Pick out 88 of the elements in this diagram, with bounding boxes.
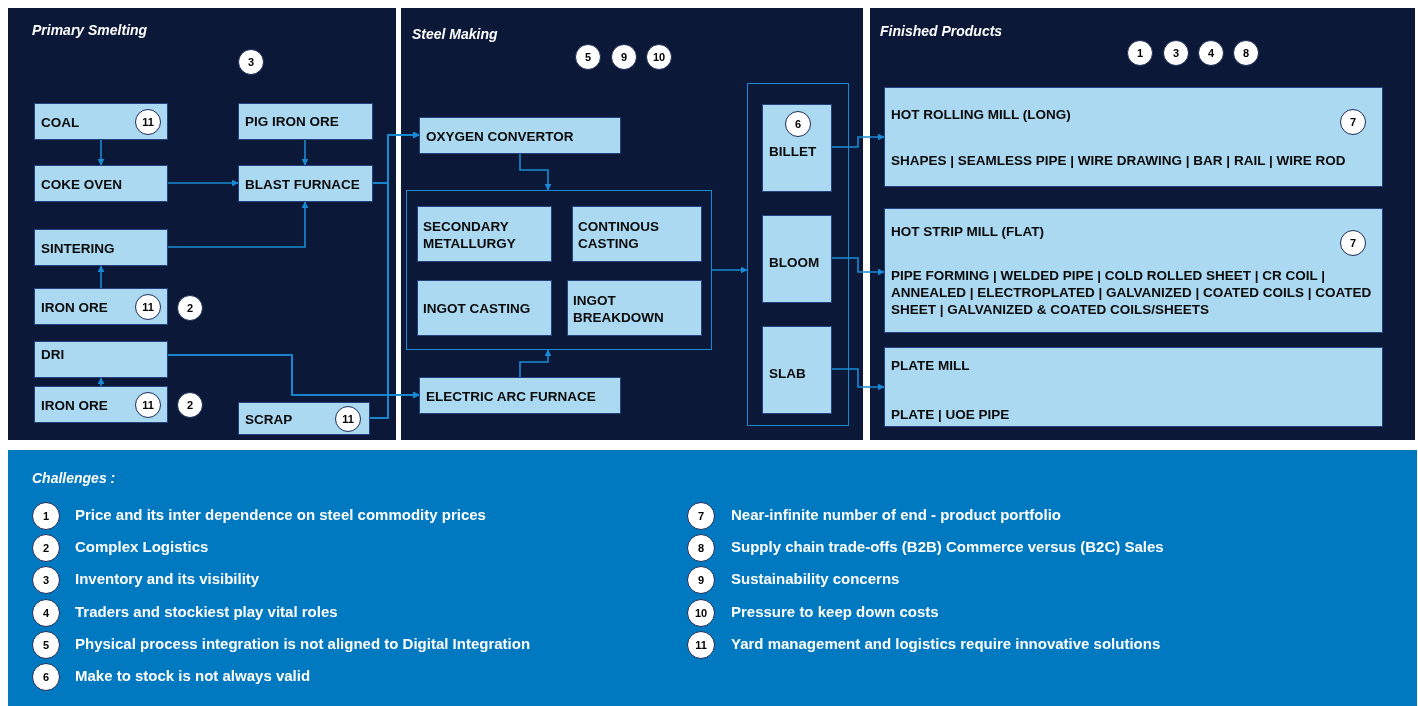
section-panel [8,8,396,440]
challenge-text: Inventory and its visibility [75,570,260,588]
box-label: COAL [41,114,80,131]
arrow [97,139,105,166]
box-label: OXYGEN CONVERTOR [426,128,574,145]
challenge-text: Yard management and logistics require innovative solutions [731,634,1161,652]
process-box [419,377,621,414]
process-box [34,341,168,378]
arrow [711,266,748,274]
arrow [167,179,239,187]
process-box [762,104,832,192]
process-box [34,229,168,266]
box-label: SINTERING [41,240,115,257]
challenge-text: Supply chain trade-offs (B2B) Commerce versus (B2C) Sales [731,538,1164,556]
arrow [97,265,105,289]
process-box [762,326,832,414]
callout-number: 2 [177,392,203,418]
section-panel [870,8,1415,440]
process-box [419,117,621,154]
arrow [97,377,105,387]
callout-number: 11 [335,406,361,432]
process-box [238,103,373,140]
box-label: PLATE MILL [891,357,970,374]
callout-number: 11 [135,392,161,418]
box-label: BILLET [769,143,817,160]
callout-number: 11 [135,294,161,320]
challenge-text: Physical process integration is not aligned to Digital Integration [75,634,531,652]
process-box [762,215,832,303]
box-label: ELECTRIC ARC FURNACE [426,388,596,405]
arrow [830,257,885,276]
process-box [567,280,702,336]
box-label: CONTINOUS CASTING [578,218,660,252]
box-label: HOT ROLLING MILL (LONG) [891,106,1071,123]
process-box [884,208,1383,333]
arrow [830,368,885,391]
section-panel [401,8,863,440]
process-box [238,165,373,202]
process-box [417,280,552,336]
process-box [417,206,552,262]
process-box [34,165,168,202]
box-label: IRON ORE [41,299,108,316]
section-title: Finished Products [880,23,1003,39]
arrow [830,133,885,148]
section-title: Primary Smelting [32,22,148,38]
box-label: SCRAP [245,411,293,428]
challenge-text: Pressure to keep down costs [731,602,939,620]
box-label: SLAB [769,365,806,382]
process-box [238,402,370,435]
process-box [34,386,168,423]
box-label: SECONDARY METALLURGY [423,218,517,252]
arrow [519,349,552,378]
callout-number: 11 [135,109,161,135]
section-title: Steel Making [412,26,498,42]
callout-number: 6 [785,111,811,137]
box-label: HOT STRIP MILL (FLAT) [891,223,1044,240]
box-label: DRI [41,346,65,363]
box-label: IRON ORE [41,397,108,414]
box-label: COKE OVEN [41,176,122,193]
group-outline [747,83,849,426]
arrow [167,354,420,399]
process-box [884,347,1383,427]
box-label: PIPE FORMING | WELDED PIPE | COLD ROLLED SHEET | CR COIL | ANNEALED | ELECTROPLATED | GALVANIZED | COATED COILS | COATED SHEET | GALVANIZED & COATED COILS/SHEETS [891,267,1373,318]
process-box [572,206,702,262]
box-label: SHAPES | SEAMLESS PIPE | WIRE DRAWING | BAR | RAIL | WIRE ROD [891,152,1346,169]
section-title: Challenges : [32,470,116,486]
challenge-text: Complex Logistics [75,538,209,556]
box-label: INGOT BREAKDOWN [573,292,665,326]
challenge-text: Sustainability concerns [731,570,900,588]
box-label: PLATE | UOE PIPE [891,406,1010,423]
process-box [34,103,168,140]
arrow [301,139,309,166]
callout-number: 7 [1340,230,1366,256]
challenge-text: Near-infinite number of end - product portfolio [731,506,1061,523]
callout-number: 2 [177,295,203,321]
challenge-text: Price and its inter dependence on steel commodity prices [75,506,486,523]
arrow [167,201,309,248]
process-box [884,87,1383,187]
box-label: BLOOM [769,254,820,271]
box-label: BLAST FURNACE [245,176,360,193]
challenges-panel [8,450,1417,706]
challenge-text: Make to stock is not always valid [75,667,311,684]
process-box [34,288,168,325]
box-label: INGOT CASTING [423,300,531,317]
callout-number: 7 [1340,109,1366,135]
arrow [519,153,552,191]
box-label: PIG IRON ORE [245,113,339,130]
challenge-text: Traders and stockiest play vital roles [75,602,338,620]
group-outline [406,190,712,350]
